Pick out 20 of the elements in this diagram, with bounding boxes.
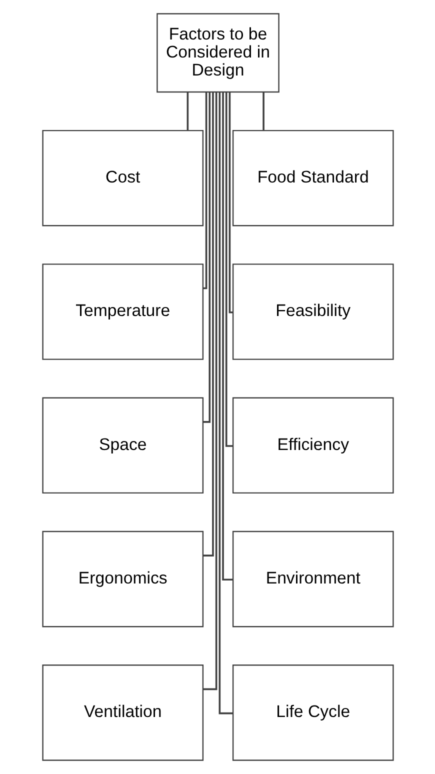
connector: [228, 92, 232, 314]
node-box: Ergonomics: [42, 530, 204, 628]
connector: [222, 92, 232, 581]
node-box: Feasibility: [232, 264, 394, 360]
node-box: Food Standard: [232, 130, 394, 226]
connector: [224, 92, 232, 447]
connector: [202, 92, 214, 556]
node-box: Life Cycle: [232, 664, 394, 761]
node-box: Space: [42, 397, 204, 494]
connector: [186, 92, 188, 130]
node-box: Environment: [232, 530, 394, 628]
connector: [262, 92, 264, 130]
node-box: Factors to be Considered in Design: [156, 13, 279, 93]
node-box: Cost: [42, 130, 204, 226]
connector: [202, 92, 217, 690]
node-box: Efficiency: [232, 397, 394, 494]
connector: [202, 92, 210, 423]
connector: [202, 92, 207, 290]
node-box: Temperature: [42, 264, 204, 360]
node-box: Ventilation: [42, 664, 204, 761]
